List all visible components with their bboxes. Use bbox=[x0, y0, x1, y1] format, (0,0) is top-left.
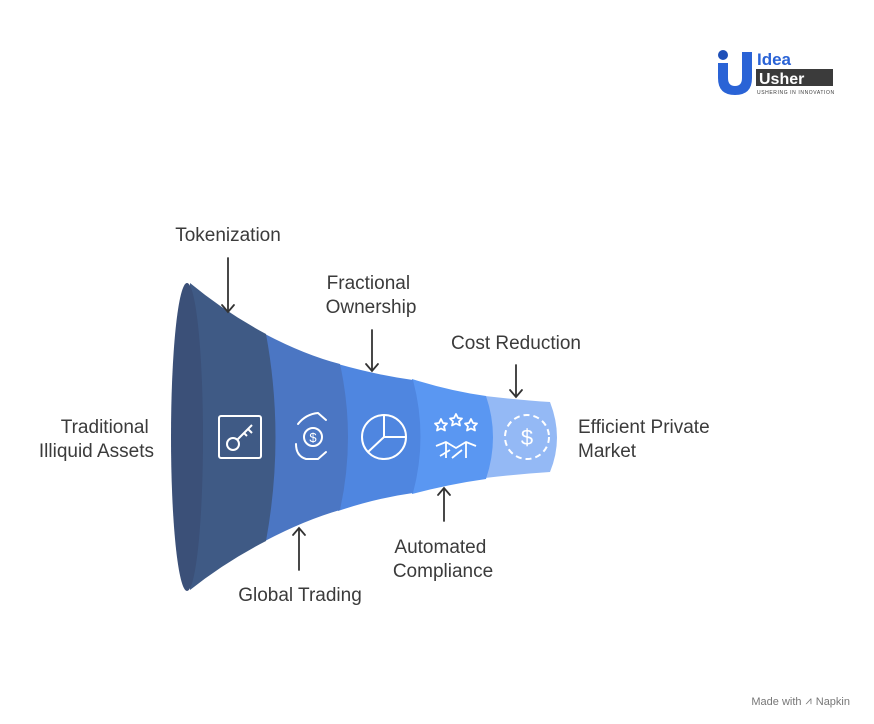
funnel-stage-2 bbox=[265, 334, 348, 541]
logo-dot bbox=[718, 50, 728, 60]
logo-word-bg bbox=[756, 69, 833, 86]
arrow-compliance bbox=[437, 486, 451, 522]
logo-tagline: USHERING IN INNOVATION bbox=[757, 90, 835, 96]
funnel-stage-1 bbox=[190, 283, 276, 590]
arrow-global-trading bbox=[292, 526, 306, 571]
napkin-brand-text: Napkin bbox=[815, 695, 850, 708]
logo-word-idea: Idea bbox=[757, 50, 792, 69]
napkin-credit: Made with ⩘ Napkin bbox=[751, 695, 850, 708]
funnel bbox=[171, 283, 557, 591]
funnel-mouth bbox=[171, 283, 203, 591]
made-with-text: Made with bbox=[751, 695, 802, 708]
idea-usher-logo: Idea Usher USHERING IN INNOVATION bbox=[718, 50, 835, 96]
label-automated-compliance: Automated Compliance bbox=[393, 537, 493, 582]
logo-u-mark bbox=[718, 52, 752, 95]
pie-chart-icon bbox=[361, 414, 407, 460]
arrow-fractional bbox=[365, 329, 379, 373]
label-end: Efficient Private Market bbox=[578, 417, 715, 462]
dollar-coin-icon: $ bbox=[504, 414, 550, 460]
label-cost-reduction: Cost Reduction bbox=[451, 333, 581, 354]
svg-text:$: $ bbox=[309, 430, 317, 445]
svg-text:$: $ bbox=[521, 425, 533, 450]
key-icon bbox=[218, 415, 262, 459]
label-fractional-ownership: Fractional Ownership bbox=[326, 273, 417, 318]
label-start: Traditional Illiquid Assets bbox=[39, 417, 154, 462]
stars-handshake-icon bbox=[434, 413, 478, 459]
funnel-stage-3 bbox=[338, 364, 421, 511]
funnel-stage-5 bbox=[485, 396, 557, 478]
arrow-cost bbox=[509, 364, 523, 399]
label-global-trading: Global Trading bbox=[238, 585, 362, 606]
arrow-tokenization bbox=[221, 257, 235, 314]
hand-money-icon: $ bbox=[295, 411, 327, 460]
label-tokenization: Tokenization bbox=[175, 225, 281, 246]
logo-word-usher: Usher bbox=[759, 71, 804, 88]
funnel-stage-4 bbox=[412, 379, 493, 494]
napkin-logo-icon: ⩘ bbox=[805, 695, 812, 707]
